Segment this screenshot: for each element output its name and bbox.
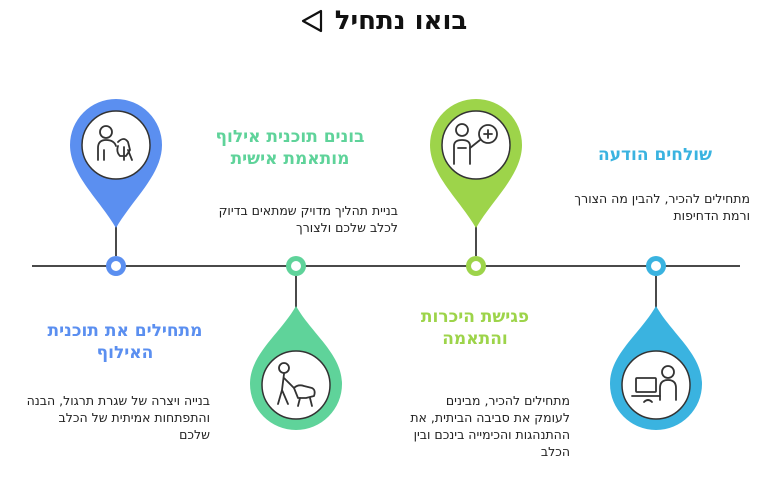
step-1-pin xyxy=(610,256,702,430)
step-1-text: מתחילים להכיר, להבין מה הצורך ורמת הדחיפ… xyxy=(574,191,750,223)
play-triangle-outline-icon xyxy=(301,9,322,33)
step-2-pin xyxy=(430,99,522,276)
step-3-heading: בונים תוכנית אילוף מותאמת אישית xyxy=(215,127,365,169)
step-4-heading: מתחילים את תוכנית האילוף xyxy=(47,321,203,363)
step-2-text: מתחילים להכיר, מבינים לעומק את סביבה הבי… xyxy=(410,393,570,459)
page-title: בואו נתחיל xyxy=(334,6,468,36)
step-4-text: בנייה ויצרה של שגרת תרגול, הבנה והתפתחות… xyxy=(26,393,210,442)
step-3-text: בניית תהליך מדויק שמתאים בדיוק לכלב שלכם… xyxy=(218,203,398,235)
step-4-pin xyxy=(70,99,162,276)
step-2-heading: פגישת היכרות והתאמה xyxy=(420,307,530,349)
person-at-laptop-icon xyxy=(631,365,677,403)
person-walking-dog-icon xyxy=(277,362,316,407)
person-with-dog-icon xyxy=(97,125,133,161)
step-1-heading: שולחים הודעה xyxy=(598,145,712,165)
step-3-pin xyxy=(250,256,342,430)
page-title-row: בואו נתחיל xyxy=(0,6,766,36)
person-presenting-board-icon xyxy=(453,123,498,165)
